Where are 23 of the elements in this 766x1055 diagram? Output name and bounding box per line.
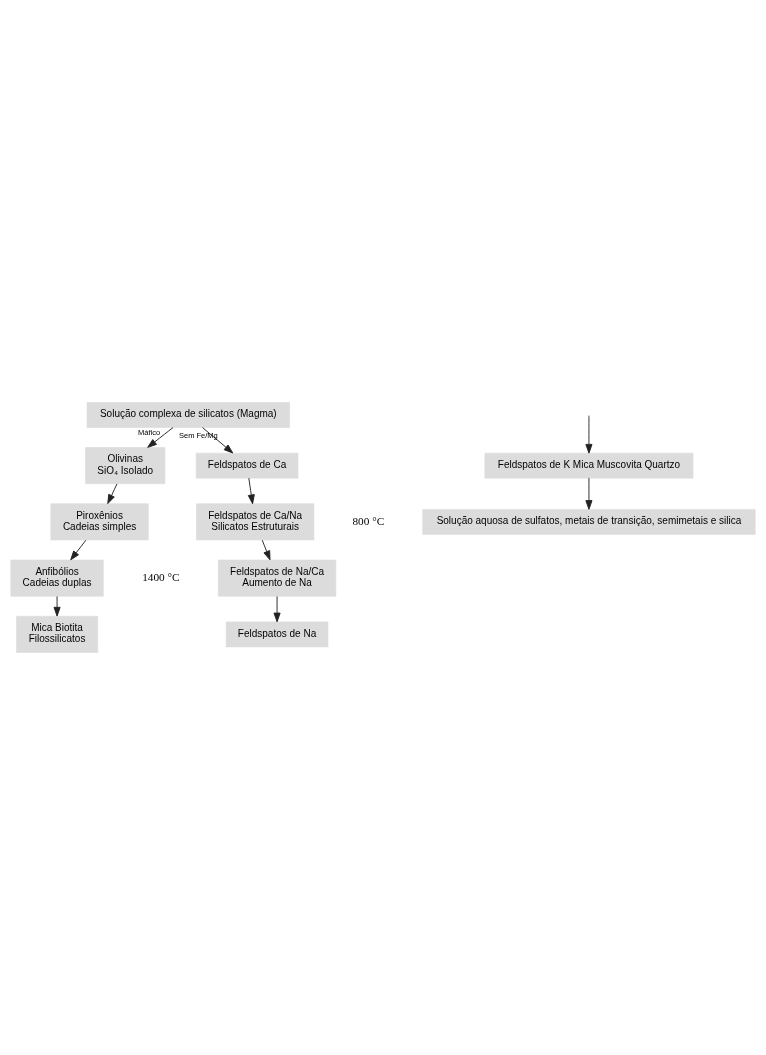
label: 800 °C (352, 514, 385, 527)
node-box: Feldspatos de K Mica Muscovita Quartzo (484, 452, 694, 479)
arrow (585, 415, 593, 454)
node-box: Olivinas SiO₄ Isolado (85, 447, 166, 485)
arrow (261, 539, 271, 561)
arrow (70, 539, 87, 561)
arrow (273, 596, 281, 623)
node-box: Piroxênios Cadeias simples (50, 503, 149, 541)
arrow (147, 427, 174, 448)
arrow (247, 477, 255, 505)
node-box: Feldspatos de Na (225, 621, 329, 648)
node-box: Anfibólios Cadeias duplas (10, 559, 104, 597)
node-box: Feldspatos de Na/Ca Aumento de Na (218, 559, 337, 597)
arrow (107, 483, 118, 505)
node-box: Solução aquosa de sulfatos, metais de transição, semimetais e silica (422, 509, 756, 535)
node-box: Feldspatos de Ca (195, 452, 299, 479)
arrow (202, 427, 234, 454)
node-box: Mica Biotita Filossilicatos (16, 615, 98, 653)
label: 1400 °C (142, 570, 180, 583)
arrow (585, 477, 593, 510)
node-box: Solução complexa de silicatos (Magma) (86, 402, 290, 428)
arrow (53, 596, 61, 617)
node-box: Feldspatos de Ca/Na Silicatos Estruturais (196, 503, 315, 541)
